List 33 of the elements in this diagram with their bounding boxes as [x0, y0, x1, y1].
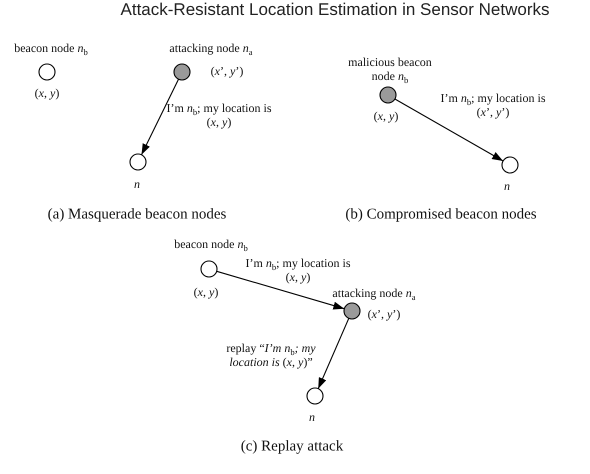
edge-label: I’m n$_{b}$; my location is (x, y)	[166, 102, 272, 130]
node-circle	[129, 153, 147, 171]
node-label: beacon node n$_{b}$	[174, 238, 248, 252]
node-circle	[200, 260, 218, 278]
coordinate-label: (x, y)	[374, 110, 398, 124]
coordinate-label: (x, y)	[34, 87, 60, 101]
edge-label: replay “I’m n$_{b}$; my location is (x, y)”	[225, 342, 317, 370]
edge-label: I’m n$_{b}$; my location is (x’, y’)	[440, 92, 546, 120]
arrow	[216, 270, 344, 310]
coordinate-label: (x’, y’)	[210, 65, 244, 79]
coordinate-label: (x’, y’)	[368, 308, 400, 322]
node-label: malicious beacon node n$_{b}$	[347, 56, 433, 84]
node-label: n	[504, 180, 510, 194]
node-label: beacon node n$_{b}$	[14, 42, 88, 56]
node-circle	[379, 86, 397, 104]
node-label: n	[309, 411, 315, 425]
arrow	[141, 78, 179, 156]
node-label: attacking node n$_{a}$	[169, 42, 253, 56]
subfigure-caption: (a) Masquerade beacon nodes	[48, 206, 226, 224]
subfigure-caption: (c) Replay attack	[240, 438, 344, 456]
edge-label: I’m n$_{b}$; my location is (x, y)	[244, 257, 352, 285]
node-circle	[306, 387, 324, 405]
arrow	[394, 98, 504, 162]
arrow	[318, 318, 350, 389]
node-circle	[501, 156, 519, 174]
node-circle	[343, 302, 361, 320]
subfigure-caption: (b) Compromised beacon nodes	[345, 206, 537, 224]
node-label: attacking node n$_{a}$	[332, 287, 416, 301]
node-circle	[173, 63, 191, 81]
title: Attack-Resistant Location Estimation in Sensor Networks	[120, 0, 550, 20]
coordinate-label: (x, y)	[194, 286, 218, 300]
node-label: n	[134, 178, 140, 192]
node-circle	[38, 63, 56, 81]
